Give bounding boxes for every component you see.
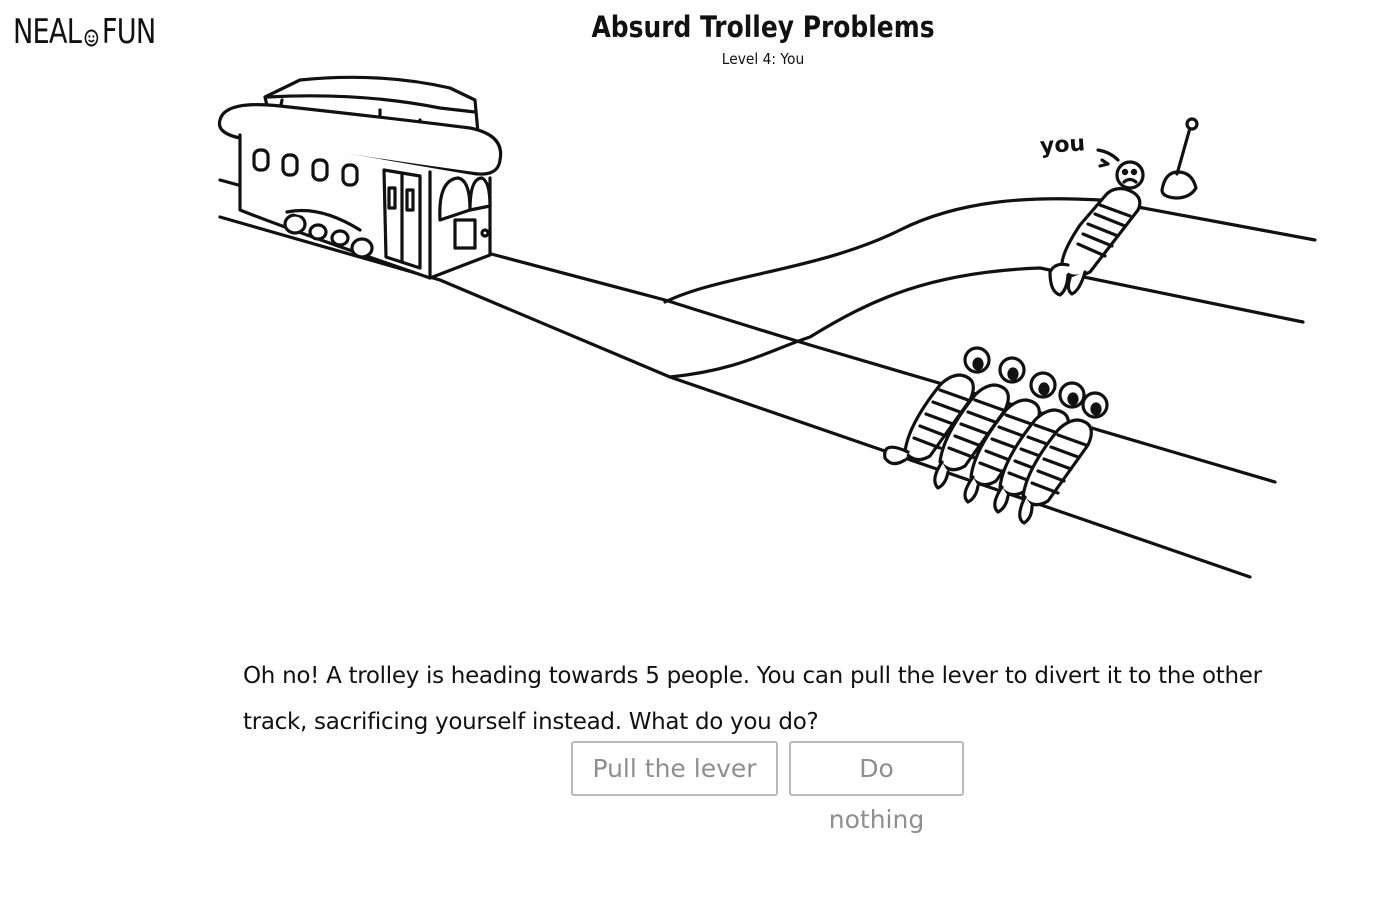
- smiley-icon: [84, 16, 99, 56]
- person-5: [1018, 391, 1109, 525]
- person-2: [933, 356, 1026, 490]
- level-subtitle: Level 4: You: [721, 50, 805, 68]
- scenario-prompt: Oh no! A trolley is heading towards 5 pe…: [243, 663, 1262, 735]
- choice-buttons: Pull the lever Do nothing: [571, 741, 964, 834]
- main-track: [218, 178, 1277, 579]
- person-4: [993, 381, 1086, 514]
- page-title: Absurd Trolley Problems: [591, 10, 935, 44]
- trolley-icon: [217, 75, 503, 280]
- you-person-icon: [1048, 148, 1145, 297]
- side-track: [663, 197, 1317, 379]
- logo-text-right: FUN: [101, 12, 156, 52]
- do-nothing-button[interactable]: Do nothing: [789, 741, 964, 834]
- logo-text-left: NEAL: [13, 12, 82, 52]
- trolley-scene-illustration: you: [217, 75, 1317, 579]
- five-people-icon: [883, 346, 1109, 525]
- page-header: Absurd Trolley Problems Level 4: You: [0, 8, 1376, 69]
- neal-fun-logo[interactable]: NEAL FUN: [13, 12, 156, 52]
- lever-icon: [1160, 117, 1199, 200]
- you-label: you: [1039, 131, 1086, 159]
- person-3: [963, 371, 1057, 504]
- pull-lever-button[interactable]: Pull the lever: [571, 741, 778, 796]
- person-1: [883, 346, 991, 466]
